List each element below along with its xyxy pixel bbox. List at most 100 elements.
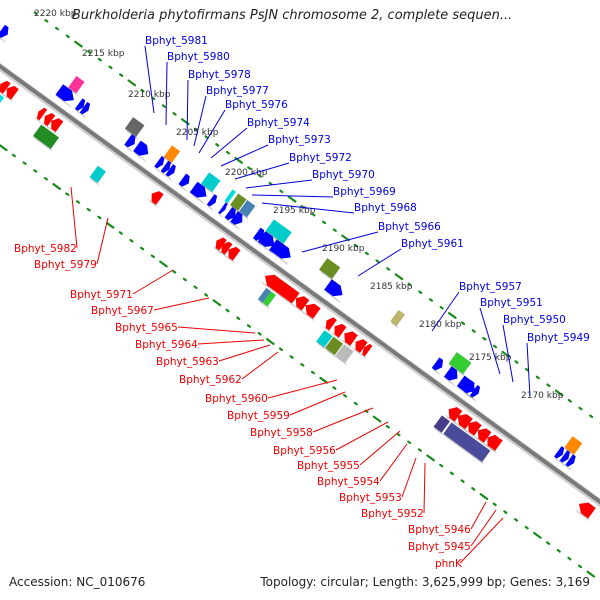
- reverse-gene-label: Bphyt_5965: [115, 322, 178, 334]
- minor-tick: [492, 344, 498, 349]
- minor-tick: [310, 370, 316, 375]
- label-leader-line: [153, 297, 210, 311]
- reverse-cds: [301, 303, 321, 322]
- feature-box-shade: [124, 128, 139, 140]
- feature-box-body: [265, 219, 292, 244]
- major-tick: [479, 493, 489, 501]
- minor-tick: [54, 26, 60, 31]
- label-leader-line: [459, 517, 504, 564]
- forward-cds-shade: [154, 166, 162, 173]
- feature-box-shade: [265, 230, 286, 247]
- reverse-cds: [351, 339, 368, 356]
- forward-cds-body: [443, 366, 458, 381]
- forward-label-lines: [144, 45, 531, 397]
- forward-cds-shade: [431, 367, 441, 376]
- minor-tick: [492, 502, 497, 507]
- minor-tick: [215, 143, 220, 147]
- reverse-gene-label: Bphyt_5960: [205, 393, 268, 405]
- reverse-gene-label: Bphyt_5971: [70, 289, 133, 301]
- feature-box: [239, 199, 256, 221]
- forward-cds-shade: [553, 456, 561, 464]
- forward-gene-labels: Bphyt_5981Bphyt_5980Bphyt_5978Bphyt_5977…: [145, 35, 590, 344]
- feature-box-shade: [316, 341, 327, 351]
- feature-box: [257, 287, 272, 306]
- reverse-gene-label: Bphyt_5967: [91, 305, 154, 317]
- forward-cds-body: [324, 279, 343, 297]
- forward-gene-label: Bphyt_5978: [188, 69, 251, 81]
- minor-tick: [193, 127, 198, 132]
- minor-tick: [567, 556, 572, 561]
- forward-gene-label: Bphyt_5951: [480, 297, 543, 309]
- reverse-cds-shade: [3, 93, 14, 103]
- forward-cds-body: [79, 101, 91, 115]
- reverse-cds-shade: [322, 325, 332, 334]
- label-leader-line: [470, 509, 497, 547]
- feature-box-shade: [163, 156, 174, 166]
- forward-cds: [0, 24, 9, 43]
- reverse-cds: [291, 296, 310, 314]
- forward-cds-shade: [218, 212, 224, 219]
- reverse-cds-shade: [340, 338, 353, 349]
- minor-tick: [140, 246, 145, 251]
- forward-cds: [431, 357, 443, 376]
- label-leader-line: [401, 457, 417, 498]
- label-leader-line: [241, 351, 279, 380]
- reverse-cds-shade: [0, 91, 6, 97]
- minor-tick: [118, 231, 123, 235]
- minor-tick: [428, 298, 434, 302]
- reverse-cds: [261, 274, 300, 307]
- forward-gene-label: Bphyt_5972: [289, 152, 352, 164]
- minor-tick: [385, 425, 390, 429]
- minor-tick: [535, 375, 540, 380]
- forward-cds-shade: [165, 174, 173, 182]
- forward-gene-label: Bphyt_5980: [167, 51, 230, 63]
- minor-tick: [407, 440, 412, 445]
- minor-tick: [65, 192, 70, 197]
- minor-tick: [386, 267, 391, 271]
- forward-gene-label: Bphyt_5977: [206, 85, 269, 97]
- minor-tick: [97, 215, 102, 220]
- forward-cds: [55, 84, 74, 109]
- forward-cds-body: [469, 385, 481, 398]
- feature-box: [89, 165, 106, 186]
- forward-cds: [324, 279, 343, 304]
- feature-box-body: [257, 287, 272, 303]
- reverse-cds-body: [344, 331, 358, 346]
- minor-tick: [129, 238, 134, 243]
- forward-cds: [565, 454, 576, 472]
- forward-cds: [230, 211, 243, 231]
- forward-cds-shade: [189, 192, 205, 205]
- forward-cds: [224, 207, 236, 226]
- forward-cds-shade: [230, 221, 241, 231]
- minor-tick: [247, 166, 252, 170]
- forward-gene-label: Bphyt_5957: [459, 281, 522, 293]
- minor-tick: [257, 174, 263, 178]
- reverse-cds-body: [0, 80, 11, 94]
- label-leader-line: [312, 407, 374, 433]
- minor-tick: [322, 220, 327, 225]
- forward-cds-body: [218, 202, 228, 215]
- feature-box-body: [262, 291, 276, 307]
- feature-box-shade: [319, 269, 335, 282]
- forward-gene-label: Bphyt_5970: [312, 169, 375, 181]
- forward-cds-body: [269, 239, 291, 259]
- minor-tick: [332, 228, 337, 232]
- reverse-cds-body: [579, 502, 596, 519]
- minor-tick: [97, 57, 102, 62]
- reverse-cds-body: [305, 303, 321, 319]
- reverse-cds-body: [362, 343, 373, 357]
- feature-box: [335, 344, 354, 366]
- reverse-cds-shade: [453, 420, 468, 433]
- minor-tick: [172, 269, 177, 274]
- forward-cds-body: [463, 380, 475, 394]
- major-tick: [554, 389, 564, 397]
- minor-tick: [140, 88, 145, 93]
- major-tick: [394, 273, 404, 281]
- minor-tick: [150, 254, 155, 259]
- minor-tick: [289, 355, 294, 359]
- forward-cds-body: [178, 173, 190, 187]
- forward-gene-label: Bphyt_5950: [503, 314, 566, 326]
- minor-tick: [364, 251, 369, 256]
- reverse-cds: [0, 80, 11, 97]
